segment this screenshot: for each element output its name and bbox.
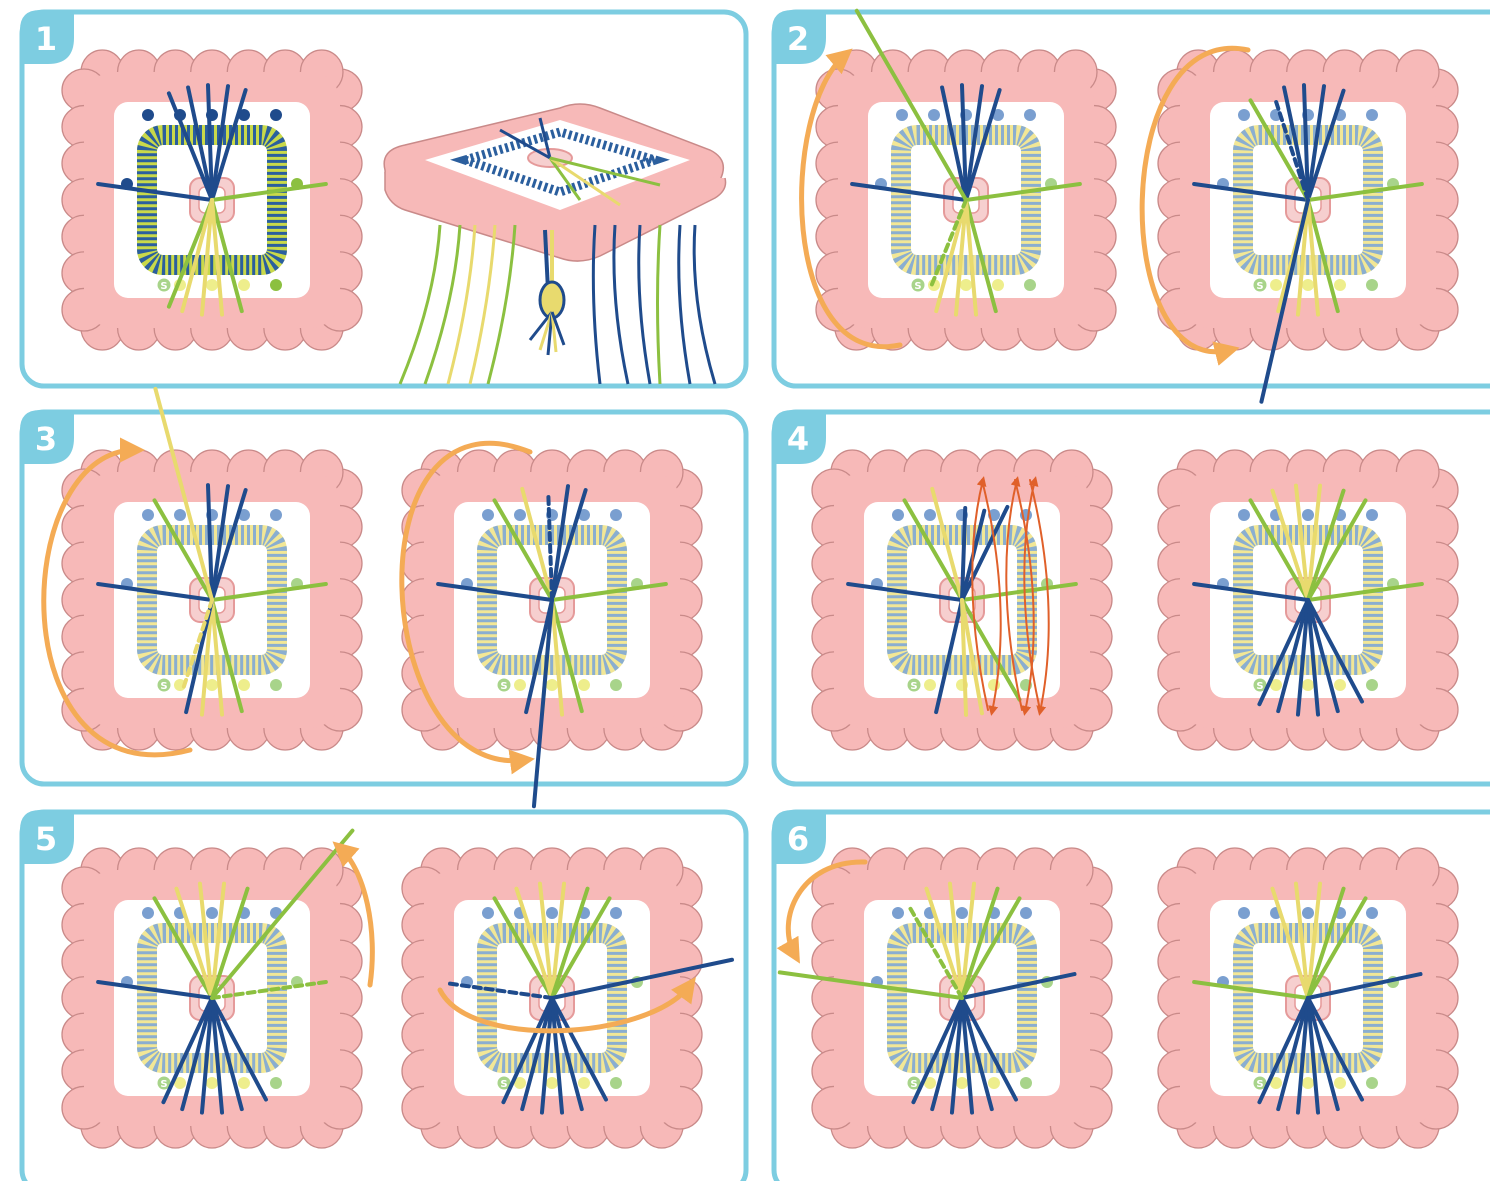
start-slot-letter: S: [914, 281, 921, 292]
start-slot-letter: S: [160, 681, 167, 692]
step-number: 5: [35, 820, 57, 858]
step-number: 1: [35, 20, 57, 58]
step-number: 2: [787, 20, 809, 58]
start-slot-letter: S: [910, 681, 917, 692]
step-panel-4: 4S S: [772, 410, 1490, 784]
step-number: 6: [787, 820, 809, 858]
step-panel-2: 2S S: [772, 10, 1490, 402]
step-panel-3: 3S S: [20, 389, 746, 806]
start-slot-letter: S: [1256, 681, 1263, 692]
step-number: 3: [35, 420, 57, 458]
start-slot-letter: S: [1256, 281, 1263, 292]
step-panel-5: 5S S: [20, 810, 746, 1181]
start-slot-letter: S: [160, 1079, 167, 1090]
start-slot-letter: S: [500, 681, 507, 692]
step-panel-1: 1S: [20, 10, 746, 386]
step-panel-6: 6S S: [772, 810, 1490, 1181]
start-slot-letter: S: [910, 1079, 917, 1090]
start-slot-letter: S: [1256, 1079, 1263, 1090]
step-number: 4: [787, 420, 809, 458]
start-slot-letter: S: [500, 1079, 507, 1090]
start-slot-letter: S: [160, 281, 167, 292]
